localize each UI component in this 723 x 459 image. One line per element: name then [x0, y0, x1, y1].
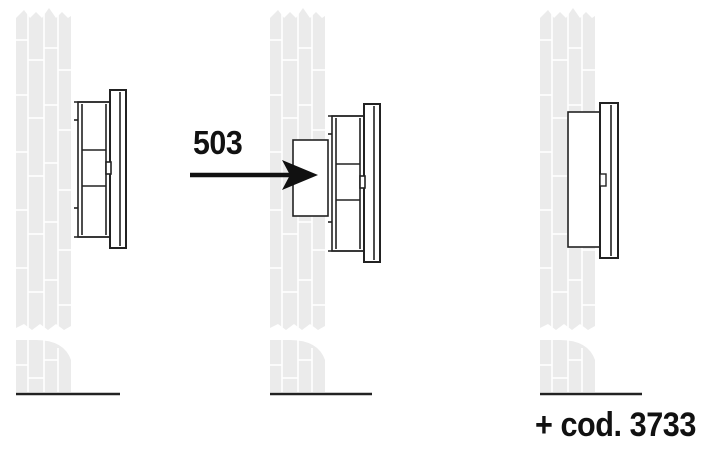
- wall-section: [15, 7, 72, 393]
- accessory-code-label: + cod. 3733: [535, 406, 696, 444]
- insert-arrow-head: [282, 160, 318, 190]
- step-2-insert-part: [190, 7, 381, 396]
- accessory-cover: [567, 111, 601, 248]
- flush-box-assembly: [73, 89, 127, 249]
- flush-box-assembly: [327, 103, 381, 263]
- clip-tab: [599, 173, 607, 187]
- step-1-box-in-wall: [15, 7, 127, 396]
- step-3-with-accessory: [539, 7, 642, 396]
- part-number-label: 503: [193, 124, 243, 161]
